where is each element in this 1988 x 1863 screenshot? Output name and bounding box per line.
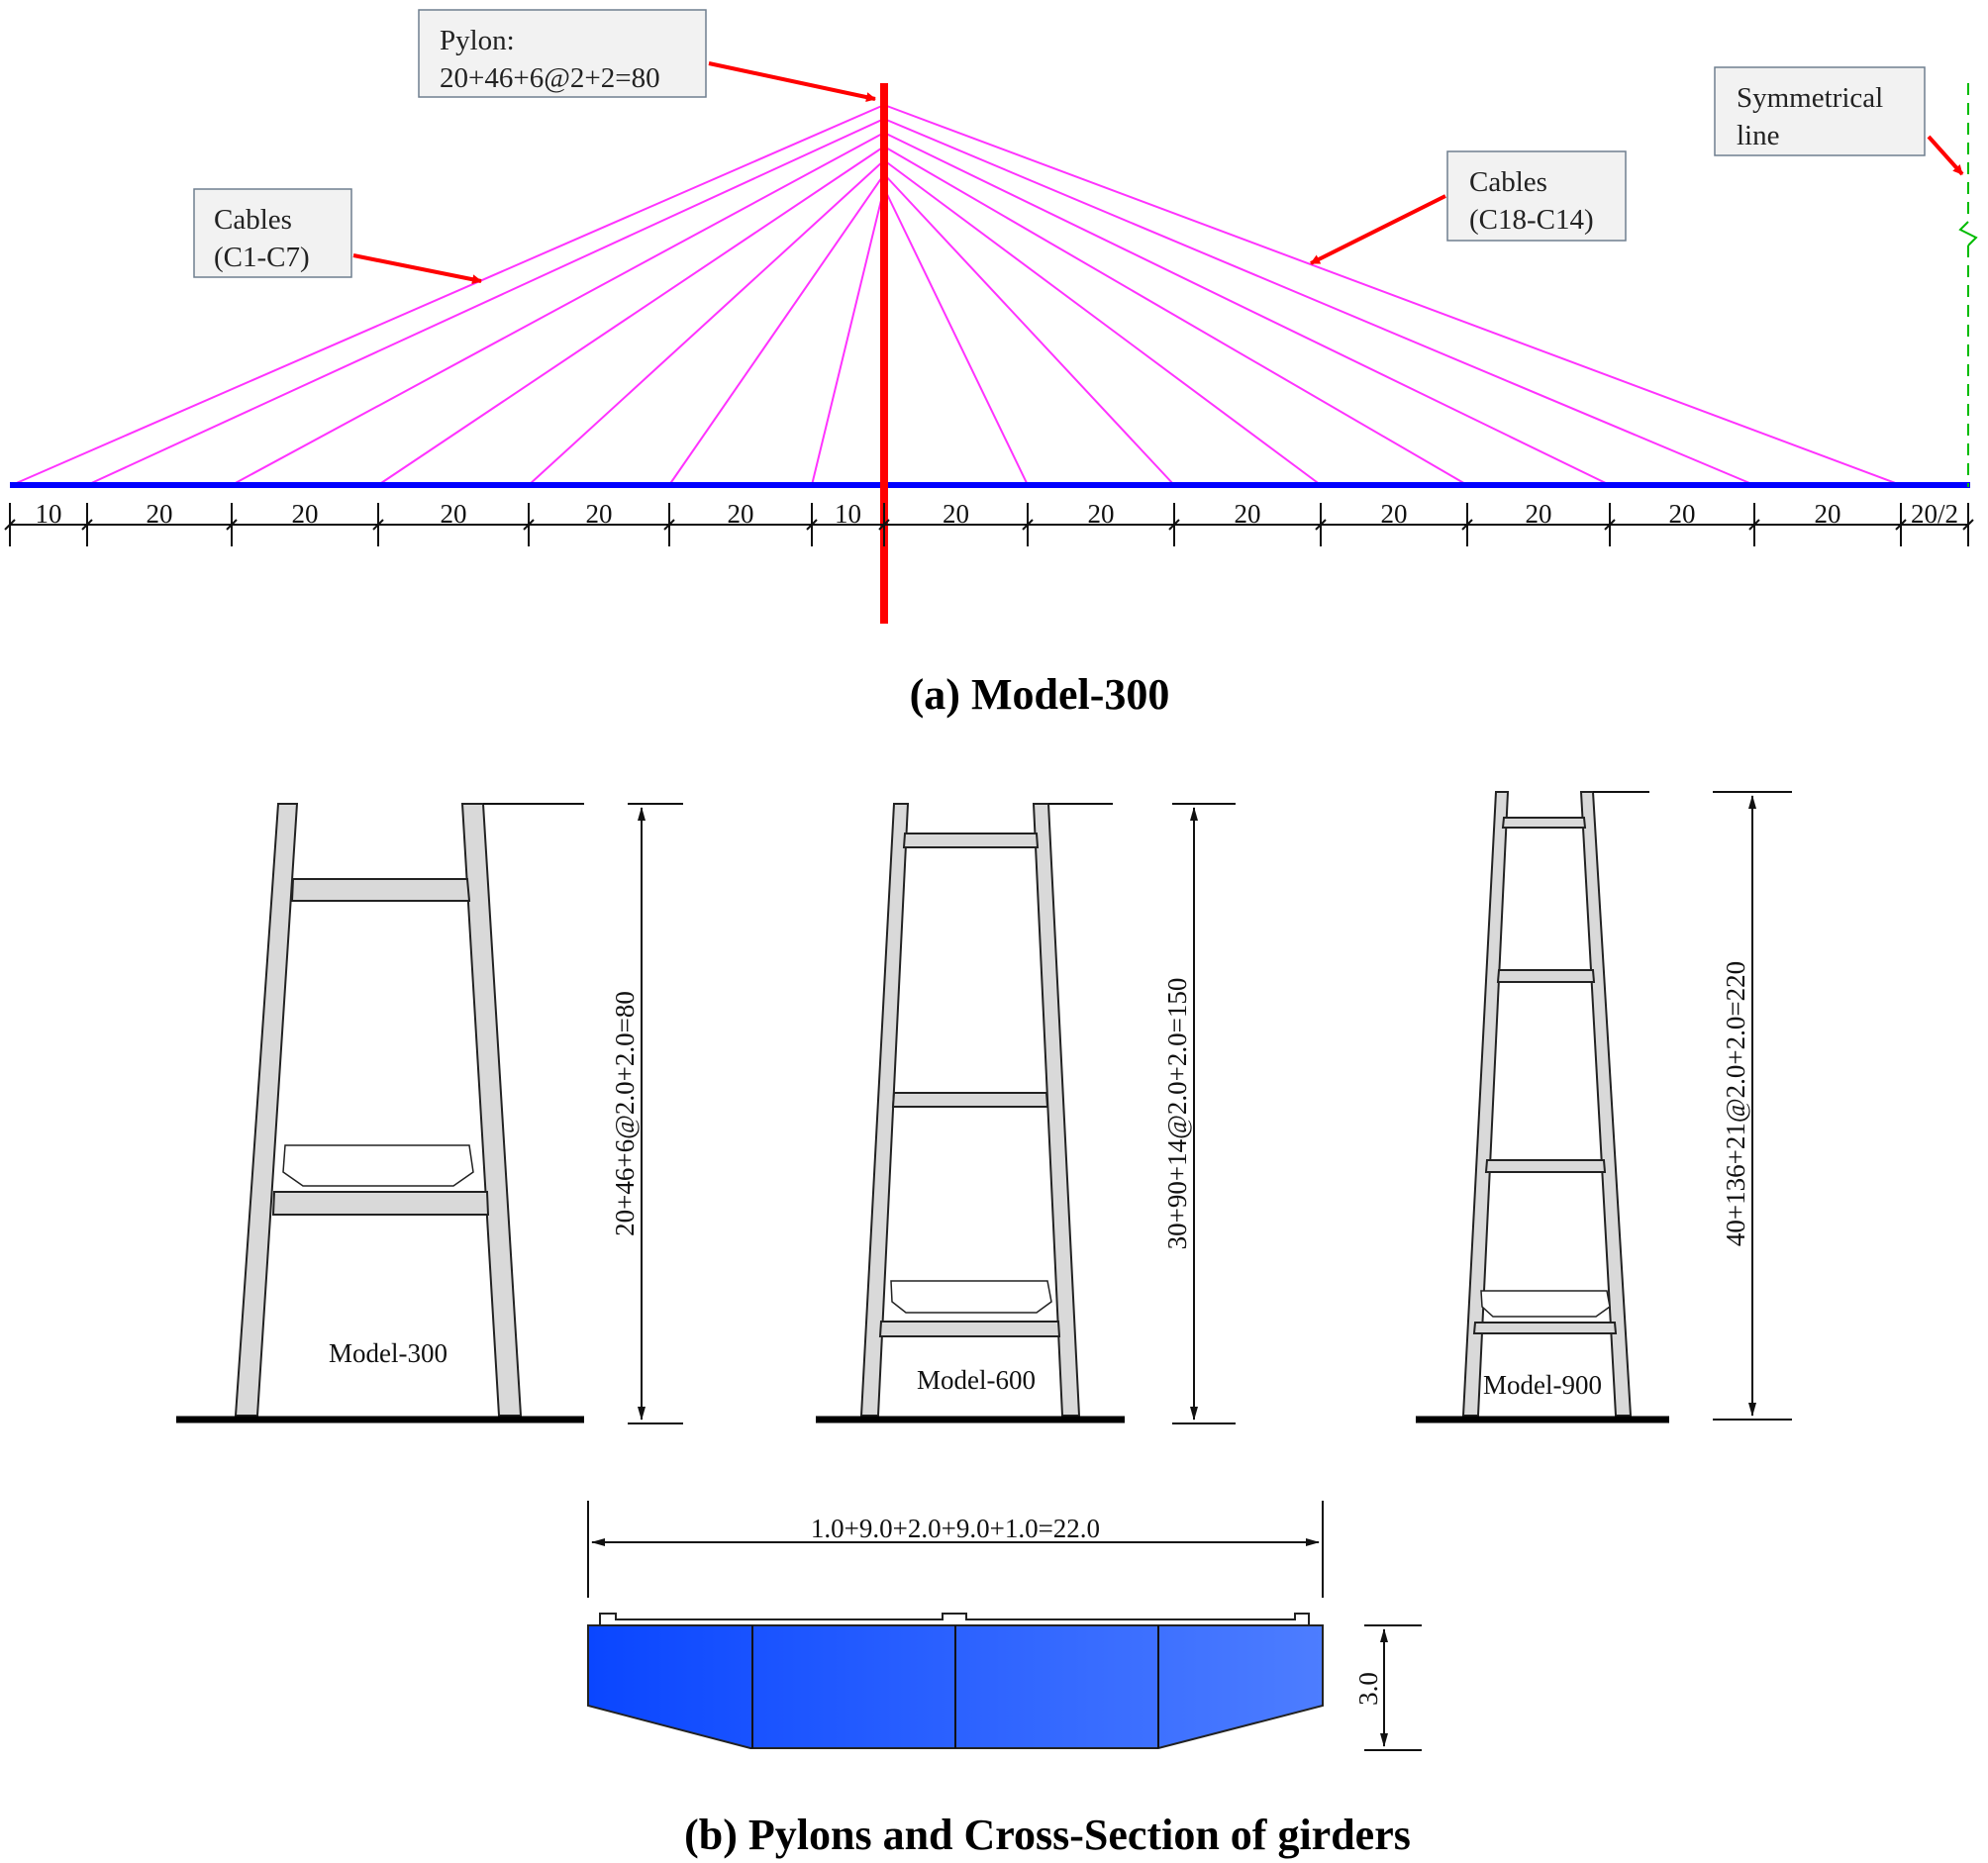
pylon-model-600: 30+90+14@2.0+2.0=150 Model-600 <box>816 803 1236 1424</box>
pylon-callout: Pylon: 20+46+6@2+2=80 <box>418 9 876 103</box>
span-tick-slash <box>226 519 238 531</box>
caption-b: (b) Pylons and Cross-Section of girders <box>684 1811 1411 1859</box>
cable-left-7 <box>811 187 885 486</box>
span-tick-slash <box>1315 519 1327 531</box>
span-tick-slash <box>1022 519 1034 531</box>
span-labels: 10 20 20 20 20 20 10 20 20 20 20 20 20 20 20/2 <box>36 499 1959 529</box>
cable-right-6 <box>883 173 1175 486</box>
pylon-model-300: 20+46+6@2.0+2.0=80 Model-300 <box>176 803 683 1424</box>
span-label: 10 <box>36 499 62 529</box>
pylon-900-label: Model-900 <box>1483 1370 1602 1400</box>
pylon-callout-title: Pylon: <box>440 25 515 56</box>
cables-left-callout-range: (C1-C7) <box>214 242 310 273</box>
cable-stayed-elevation: 10 20 20 20 20 20 10 20 20 20 20 20 20 20 20/2 Pylon: … <box>4 9 1978 719</box>
pylon-300-label: Model-300 <box>329 1338 447 1368</box>
girder-deck-surface <box>588 1613 1323 1626</box>
span-ticks <box>4 503 1974 546</box>
pylon-600-label: Model-600 <box>917 1365 1036 1395</box>
span-label: 20 <box>728 499 754 529</box>
cable-left-1 <box>11 104 885 486</box>
cables-right-callout-range: (C18-C14) <box>1469 204 1594 236</box>
cable-right-2 <box>883 118 1755 486</box>
span-dimension-chain: 10 20 20 20 20 20 10 20 20 20 20 20 20 20 20/2 <box>4 499 1974 546</box>
span-label: 20 <box>441 499 467 529</box>
symmetry-callout-arrow <box>1927 135 1964 176</box>
cable-fan <box>11 104 1902 486</box>
cable-left-3 <box>231 132 885 486</box>
pylon-600-height-dim: 30+90+14@2.0+2.0=150 <box>1162 978 1192 1250</box>
cables-right-callout-arrow <box>1310 194 1446 265</box>
span-label: 20 <box>1235 499 1261 529</box>
span-tick-slash <box>806 519 818 531</box>
span-tick-slash <box>1168 519 1180 531</box>
cable-right-5 <box>883 159 1322 486</box>
span-label: 20 <box>292 499 319 529</box>
span-label: 10 <box>835 499 861 529</box>
span-tick-slash <box>4 519 16 531</box>
span-label: 20 <box>943 499 969 529</box>
span-tick-slash <box>1895 519 1907 531</box>
cables-right-callout-title: Cables <box>1469 166 1547 198</box>
pylon-900-height-dim: 40+136+21@2.0+2.0=220 <box>1721 961 1750 1246</box>
cable-right-7 <box>883 187 1029 486</box>
cables-right-callout: Cables (C18-C14) <box>1310 150 1627 265</box>
caption-a: (a) Model-300 <box>910 670 1170 719</box>
span-label: 20 <box>1669 499 1696 529</box>
span-tick-slash <box>372 519 384 531</box>
span-label: 20 <box>1381 499 1408 529</box>
cable-right-1 <box>883 104 1902 486</box>
pylon-300-height-dim: 20+46+6@2.0+2.0=80 <box>610 991 640 1236</box>
symmetry-line <box>1958 83 1978 487</box>
span-tick-slash <box>523 519 535 531</box>
span-label: 20 <box>586 499 613 529</box>
span-label: 20 <box>1815 499 1841 529</box>
cable-left-4 <box>377 146 885 486</box>
symmetry-callout-subtitle: line <box>1737 120 1780 151</box>
span-tick-slash <box>1748 519 1760 531</box>
span-label: 20 <box>1088 499 1115 529</box>
span-tick-slash <box>1604 519 1616 531</box>
span-tick-slash <box>878 519 890 531</box>
cable-right-3 <box>883 132 1611 486</box>
cable-right-4 <box>883 146 1468 486</box>
span-label: 20/2 <box>1911 499 1958 529</box>
pylon-callout-arrow <box>708 61 876 103</box>
span-tick-slash <box>81 519 93 531</box>
cables-left-callout-arrow <box>352 253 482 285</box>
cable-left-5 <box>528 159 885 486</box>
girder-cross-section: 1.0+9.0+2.0+9.0+1.0=22.0 3.0 <box>587 1501 1422 1751</box>
girder-width-dim: 1.0+9.0+2.0+9.0+1.0=22.0 <box>811 1514 1100 1543</box>
span-tick-slash <box>663 519 675 531</box>
symmetry-callout-title: Symmetrical <box>1737 82 1883 114</box>
cables-left-callout: Cables (C1-C7) <box>193 188 482 285</box>
span-label: 20 <box>1526 499 1552 529</box>
pylon-callout-value: 20+46+6@2+2=80 <box>440 62 660 94</box>
span-tick-slash <box>1962 519 1974 531</box>
span-label: 20 <box>147 499 173 529</box>
span-tick-slash <box>1461 519 1473 531</box>
cable-left-6 <box>668 173 885 486</box>
symmetry-callout: Symmetrical line <box>1714 66 1964 176</box>
girder-depth-dim: 3.0 <box>1353 1672 1383 1706</box>
cables-left-callout-title: Cables <box>214 204 292 236</box>
cable-left-2 <box>86 118 885 486</box>
pylon-model-900: 40+136+21@2.0+2.0=220 Model-900 <box>1416 791 1792 1423</box>
